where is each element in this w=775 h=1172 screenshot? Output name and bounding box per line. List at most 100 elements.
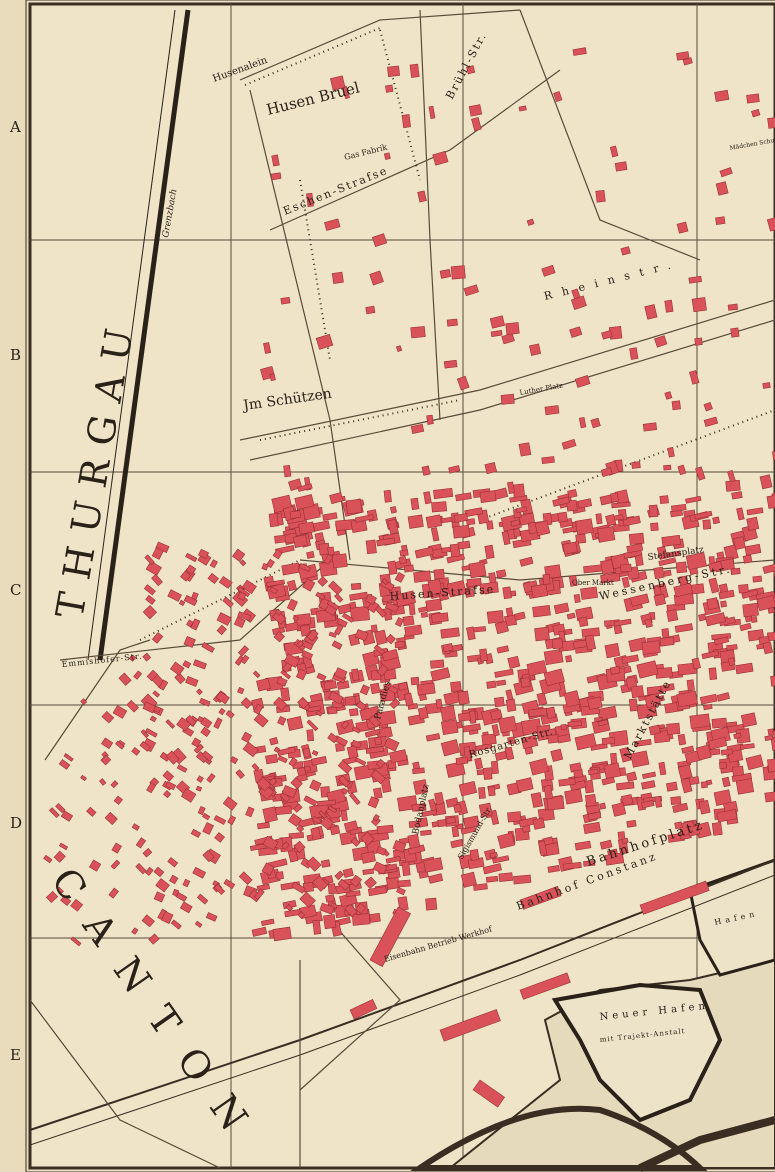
building-block: [434, 792, 445, 806]
building-block: [534, 626, 550, 642]
building-block: [99, 778, 107, 786]
building-block: [299, 891, 316, 909]
building-block: [207, 572, 219, 584]
building-block: [414, 546, 434, 559]
building-block: [286, 716, 304, 731]
building-block: [550, 748, 564, 762]
building-block: [293, 840, 306, 853]
building-block: [398, 555, 408, 565]
building-block: [296, 824, 305, 833]
building-block: [746, 93, 760, 104]
building-block: [423, 857, 444, 873]
building-block: [385, 84, 394, 93]
building-block: [486, 520, 494, 530]
building-block: [432, 150, 449, 166]
building-block: [478, 802, 493, 818]
building-block: [469, 710, 477, 724]
building-block: [311, 875, 329, 892]
building-block: [629, 347, 639, 360]
building-block: [601, 776, 616, 786]
building-block: [427, 578, 443, 596]
building-block: [139, 740, 152, 752]
building-block: [543, 648, 564, 666]
building-block: [534, 520, 551, 537]
building-block: [45, 890, 59, 904]
building-block: [306, 629, 319, 642]
building-block: [370, 682, 381, 695]
building-block: [202, 822, 214, 835]
building-block: [355, 902, 367, 915]
building-block: [636, 660, 659, 679]
building-block: [718, 589, 735, 600]
building-block: [595, 513, 603, 525]
building-block: [611, 802, 627, 817]
building-block: [362, 868, 375, 875]
building-block: [615, 781, 635, 791]
building-block: [185, 676, 199, 687]
building-block: [319, 902, 335, 915]
building-block: [392, 840, 407, 853]
building-block: [410, 423, 425, 434]
building-block: [519, 556, 534, 567]
building-block: [574, 840, 592, 851]
building-block: [190, 828, 202, 838]
building-block: [505, 698, 517, 712]
building-block: [301, 650, 314, 660]
building-block: [135, 863, 147, 875]
building-block: [179, 901, 193, 914]
building-block: [142, 847, 153, 858]
building-block: [541, 264, 556, 277]
building-block: [297, 483, 313, 492]
building-block: [420, 829, 432, 836]
building-block: [394, 617, 405, 627]
building-block: [461, 565, 470, 572]
building-block: [507, 736, 516, 745]
building-block: [253, 888, 265, 901]
building-block: [536, 692, 548, 706]
building-block: [421, 809, 438, 817]
building-block: [450, 265, 466, 280]
building-block: [275, 805, 292, 816]
building-block: [276, 676, 288, 687]
building-block: [110, 859, 121, 870]
building-block: [126, 699, 139, 713]
building-block: [715, 216, 726, 226]
building-block: [291, 881, 306, 894]
building-block: [385, 633, 396, 645]
building-block: [328, 690, 344, 705]
building-block: [587, 811, 602, 821]
building-block: [387, 65, 400, 77]
building-block: [351, 726, 361, 734]
building-block: [666, 609, 679, 622]
building-block: [205, 912, 218, 922]
building-block: [383, 737, 400, 752]
building-block: [376, 824, 394, 835]
building-block: [268, 777, 278, 787]
building-block: [764, 734, 774, 741]
building-block: [115, 740, 125, 750]
building-block: [141, 914, 155, 928]
building-block: [742, 602, 759, 618]
building-block: [600, 572, 621, 584]
building-block: [180, 787, 197, 803]
building-block: [196, 775, 204, 783]
building-block: [708, 561, 723, 573]
building-block: [718, 761, 727, 769]
building-block: [367, 886, 387, 897]
building-block: [513, 874, 532, 885]
building-block: [699, 693, 718, 705]
building-block: [725, 479, 741, 492]
building-block: [337, 759, 353, 774]
building-block: [316, 672, 327, 682]
building-block: [235, 769, 245, 780]
building-block: [306, 719, 319, 732]
building-block: [216, 624, 227, 636]
building-block: [453, 803, 463, 814]
building-block: [772, 449, 775, 461]
building-block: [284, 622, 299, 632]
building-block: [730, 327, 740, 338]
building-block: [376, 664, 389, 677]
building-block: [273, 746, 281, 753]
building-block: [759, 474, 773, 490]
building-block: [151, 574, 163, 587]
